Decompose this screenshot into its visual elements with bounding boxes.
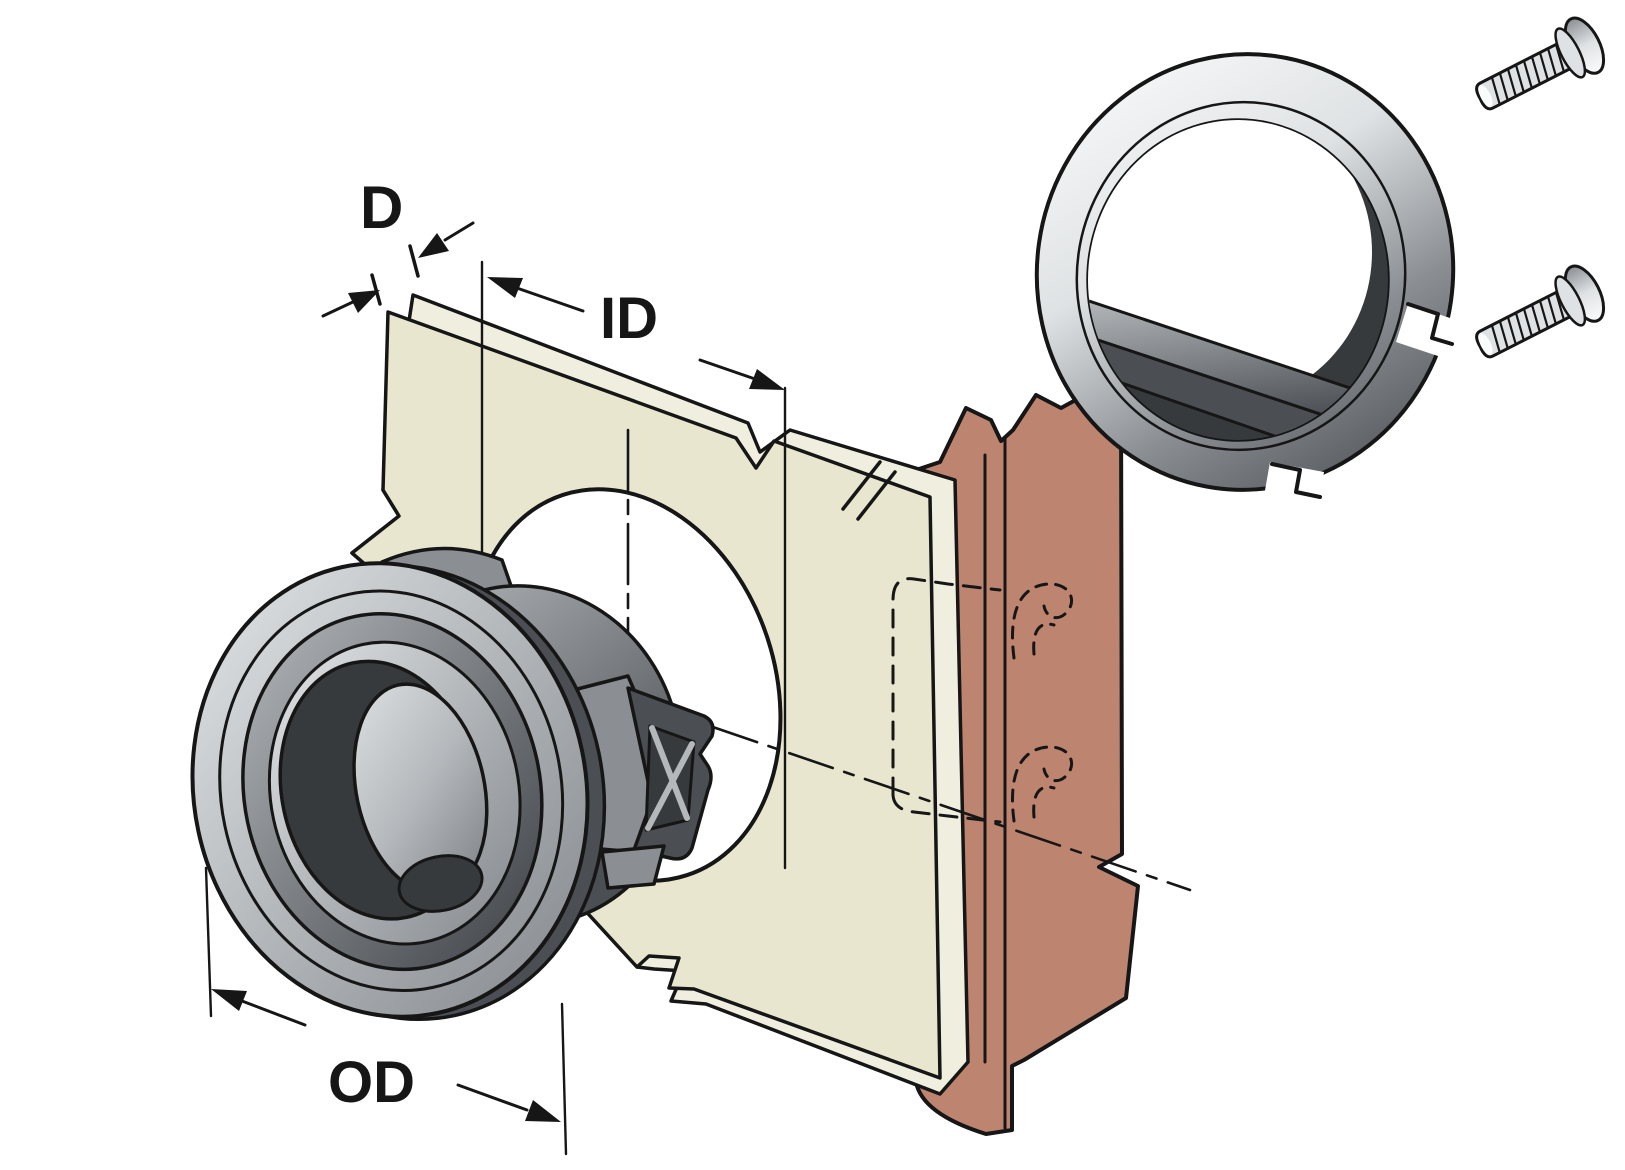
frame-board-corner-edge	[983, 436, 1007, 1130]
dim-id-arrow-right-head	[749, 369, 785, 390]
dim-d-arrow-right-head	[418, 233, 449, 258]
ring-notch-right-edge	[1406, 302, 1454, 346]
screw-shank	[1475, 289, 1573, 359]
dim-od-arrow-left-line	[240, 999, 307, 1027]
spindle-cross-brace	[645, 725, 695, 831]
thumb-notch	[397, 854, 484, 913]
spindle-tab	[600, 844, 666, 890]
trim-ring-bevel	[1075, 100, 1407, 452]
dim-od-arrow-right-line	[456, 1083, 529, 1112]
ring-notch-bottom-edge	[1270, 462, 1322, 499]
trim-ring	[1034, 52, 1462, 506]
keeper-clip-bottom	[1011, 745, 1073, 823]
hidden-keeper-outline	[891, 577, 1073, 824]
ring-notch-right-cut	[1396, 304, 1462, 360]
flush-pull-latch	[190, 561, 607, 1022]
dim-d-arrow-left-head	[348, 290, 380, 313]
break-hatch-marks	[841, 460, 897, 521]
dim-od-arrow-left-head	[211, 989, 247, 1011]
screw-threads	[1491, 292, 1565, 353]
od-extension-right	[560, 1002, 568, 1156]
screw-threads	[1491, 44, 1565, 105]
dim-d-arrow-right-line	[443, 221, 475, 242]
frame-board-face	[914, 383, 1140, 1136]
screw-shank	[1475, 41, 1573, 111]
od-extension-left	[204, 866, 213, 1018]
mounting-screw-bottom	[1475, 264, 1606, 359]
dim-od-label: OD	[328, 1050, 415, 1115]
dim-id-arrow-left-head	[487, 277, 523, 298]
dim-id-arrow-right-line	[698, 358, 757, 381]
trim-ring-interior	[1088, 120, 1388, 440]
dim-id-label: ID	[600, 286, 658, 351]
screw-tip-shine	[1478, 85, 1493, 107]
screw-head-face	[1554, 27, 1587, 79]
dim-d-ticks	[370, 244, 420, 306]
flange-step-ring	[218, 589, 565, 993]
dim-id: ID	[487, 277, 785, 390]
dim-d-label: D	[360, 174, 403, 241]
keeper-clip-top	[1011, 582, 1073, 660]
dim-d: D	[321, 174, 475, 318]
keeper-dashed-rect	[891, 577, 1002, 824]
axis-centerline	[333, 596, 1192, 892]
dim-id-arrow-left-line	[512, 285, 585, 313]
screw-head-face	[1554, 275, 1587, 327]
dim-od-arrow-right-head	[525, 1100, 561, 1122]
dim-od: OD	[204, 866, 568, 1156]
frame-board	[914, 383, 1140, 1136]
mounting-screw-top	[1475, 16, 1606, 111]
dim-d-arrow-left-line	[321, 299, 357, 318]
screw-tip-shine	[1478, 333, 1493, 355]
